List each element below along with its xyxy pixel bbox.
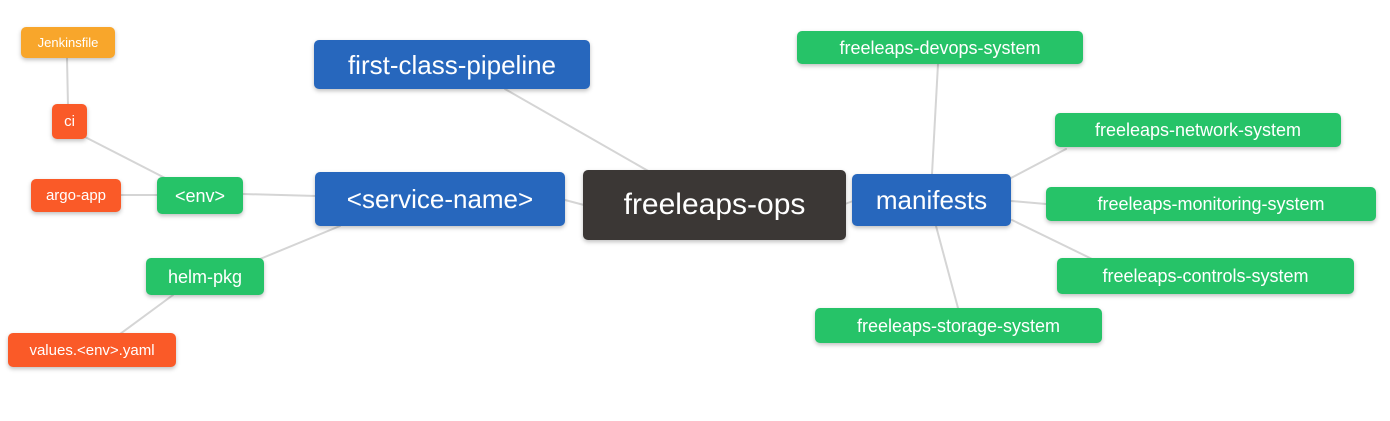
node-values-env-yaml[interactable]: values.<env>.yaml [8, 333, 176, 367]
edge-first-class-pipeline-freeleaps-ops [504, 88, 651, 173]
node-freeleaps-ops[interactable]: freeleaps-ops [583, 170, 846, 240]
node-manifests[interactable]: manifests [852, 174, 1011, 226]
edge-manifests-freeleaps-controls-system [1011, 219, 1093, 260]
edge-helm-pkg-values-env-yaml [119, 294, 174, 335]
node-freeleaps-storage-system[interactable]: freeleaps-storage-system [815, 308, 1102, 343]
edge-manifests-freeleaps-network-system [1010, 148, 1067, 179]
node-freeleaps-network-system[interactable]: freeleaps-network-system [1055, 113, 1341, 147]
node-env[interactable]: <env> [157, 177, 243, 214]
node-jenkinsfile[interactable]: Jenkinsfile [21, 27, 115, 58]
node-argo-app[interactable]: argo-app [31, 179, 121, 212]
edge-env-service-name [242, 193, 318, 197]
node-freeleaps-monitoring-system[interactable]: freeleaps-monitoring-system [1046, 187, 1376, 221]
edge-ci-env [84, 136, 166, 179]
node-freeleaps-controls-system[interactable]: freeleaps-controls-system [1057, 258, 1354, 294]
edge-jenkinsfile-ci [66, 57, 69, 107]
edge-manifests-freeleaps-monitoring-system [1010, 200, 1047, 205]
edge-manifests-freeleaps-devops-system [931, 63, 939, 175]
node-freeleaps-devops-system[interactable]: freeleaps-devops-system [797, 31, 1083, 64]
node-service-name[interactable]: <service-name> [315, 172, 565, 226]
node-helm-pkg[interactable]: helm-pkg [146, 258, 264, 295]
node-first-class-pipeline[interactable]: first-class-pipeline [314, 40, 590, 89]
edge-manifests-freeleaps-storage-system [935, 225, 959, 309]
edge-service-name-helm-pkg [259, 225, 341, 260]
edge-service-name-freeleaps-ops [564, 199, 585, 206]
node-ci[interactable]: ci [52, 104, 87, 139]
